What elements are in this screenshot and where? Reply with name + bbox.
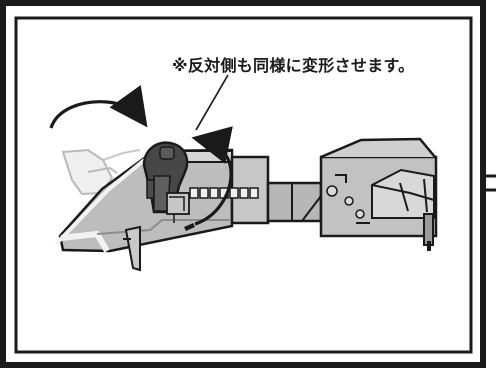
rear-details (326, 174, 370, 224)
instruction-note: ※反対側も同様に変形させます。 (172, 56, 415, 75)
window-row (189, 187, 259, 199)
outer-border (0, 0, 486, 368)
inner-border (14, 16, 473, 354)
connector-section (266, 181, 323, 223)
callout-line (195, 74, 229, 131)
curved-arrow-icon (49, 85, 148, 129)
curved-arrow-icon (191, 126, 233, 226)
rotating-part (123, 141, 190, 272)
